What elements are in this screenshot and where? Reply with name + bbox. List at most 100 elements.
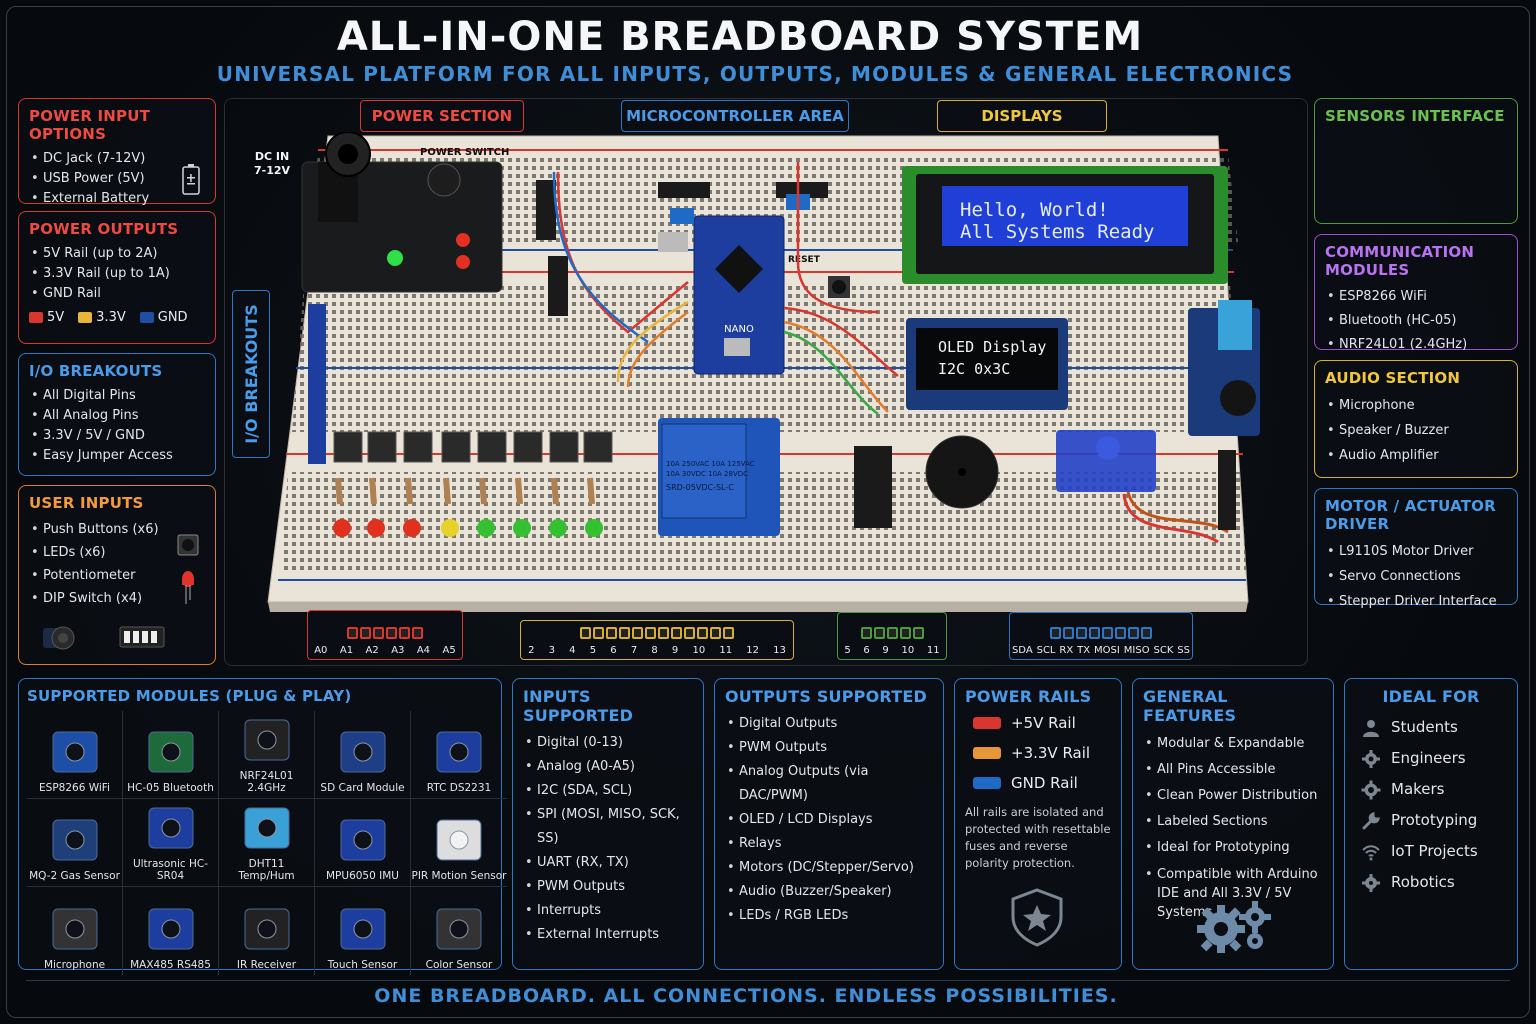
section-label-io-box: I/O BREAKOUTS xyxy=(232,290,270,458)
pin-label: 9 xyxy=(671,645,679,656)
relay-line-1: 10A 250VAC 10A 125VAC xyxy=(666,460,755,468)
pin-label: 9 xyxy=(882,645,889,656)
module-icon xyxy=(436,908,482,950)
module-card: IR Receiver xyxy=(219,887,315,975)
list-item: Microphone xyxy=(1325,393,1507,418)
list-item: Modular & Expandable xyxy=(1143,731,1323,757)
panel-heading: COMMUNICATION MODULES xyxy=(1325,243,1475,279)
list-item: GND Rail xyxy=(29,284,205,304)
module-icon xyxy=(436,819,482,861)
pin-label: SCL xyxy=(1036,645,1056,656)
audio-panel: AUDIO SECTION Microphone Speaker / Buzze… xyxy=(1314,360,1518,478)
pin-label: 12 xyxy=(746,645,759,656)
list-item: Speaker / Buzzer xyxy=(1325,418,1507,443)
module-label: Color Sensor xyxy=(425,959,493,971)
power-rails-note: All rails are isolated and protected wit… xyxy=(965,805,1111,870)
list-item: USB Power (5V) xyxy=(29,169,205,189)
cog-icon xyxy=(1361,780,1381,800)
module-icon xyxy=(244,908,289,950)
header-pin xyxy=(899,627,911,639)
list-item: DIP Switch (x4) xyxy=(29,587,205,610)
panel-heading: OUTPUTS SUPPORTED xyxy=(725,687,927,706)
list-item: OLED / LCD Displays xyxy=(725,808,933,832)
module-icon xyxy=(340,819,385,861)
header-pin xyxy=(873,627,885,639)
legend-5v: 5V xyxy=(29,310,64,325)
nano-label: NANO xyxy=(724,324,754,335)
pin-label: MISO xyxy=(1123,645,1150,656)
list-item: Potentiometer xyxy=(29,564,205,587)
module-icon xyxy=(52,731,97,773)
reset-label: RESET xyxy=(788,255,821,265)
section-label-displays: DISPLAYS xyxy=(937,100,1107,132)
dc-in-label: DC IN 7-12V xyxy=(254,150,291,177)
module-card: DHT11 Temp/Hum xyxy=(219,799,315,887)
communication-panel: COMMUNICATION MODULES ESP8266 WiFi Bluet… xyxy=(1314,234,1518,357)
pin-label: SDA xyxy=(1011,645,1033,656)
panel-heading: USER INPUTS xyxy=(29,494,144,512)
panel-heading: INPUTS SUPPORTED xyxy=(523,687,634,725)
pin-label: A4 xyxy=(416,645,431,656)
led-icon xyxy=(182,571,194,604)
module-card: HC-05 Bluetooth xyxy=(123,711,219,799)
list-item: Labeled Sections xyxy=(1143,809,1323,835)
list-item: Ideal for Prototyping xyxy=(1143,835,1323,861)
module-card: SD Card Module xyxy=(315,711,411,799)
pin-label: 5 xyxy=(589,645,597,656)
sensors-interface-panel: SENSORS INTERFACE xyxy=(1314,98,1518,224)
list-item: All Digital Pins xyxy=(29,386,205,406)
list-item: 3.3V Rail (up to 1A) xyxy=(29,264,205,284)
general-features-panel: GENERAL FEATURES Modular & Expandable Al… xyxy=(1132,678,1334,970)
list-item: Bluetooth (HC-05) xyxy=(1325,309,1507,333)
module-icon xyxy=(148,731,193,773)
list-item: 3.3V / 5V / GND xyxy=(29,426,205,446)
list-item: Analog (A0-A5) xyxy=(523,755,693,779)
module-label: ESP8266 WiFi xyxy=(39,782,110,794)
list-item: ESP8266 WiFi xyxy=(1325,285,1507,309)
list-item: I2C (SDA, SCL) xyxy=(523,779,693,803)
board-area xyxy=(224,98,1308,666)
list-item: 5V Rail (up to 2A) xyxy=(29,244,205,264)
module-icon xyxy=(244,719,289,761)
module-label: Touch Sensor xyxy=(327,959,398,971)
header-pin xyxy=(1050,627,1061,639)
header-pin xyxy=(645,627,656,639)
ideal-item-makers: Makers xyxy=(1355,774,1507,805)
module-card: Color Sensor xyxy=(411,887,507,975)
pin-label: TX xyxy=(1077,645,1091,656)
module-card: Microphone xyxy=(27,887,123,975)
power-input-panel: POWER INPUT OPTIONS DC Jack (7-12V) USB … xyxy=(18,98,216,209)
list-item: PWM Outputs xyxy=(725,736,933,760)
robot-gear-icon xyxy=(1362,874,1380,892)
ideal-item-engineers: Engineers xyxy=(1355,743,1507,774)
pin-label: 6 xyxy=(863,645,870,656)
module-label: RTC DS2231 xyxy=(426,782,492,794)
module-icon xyxy=(340,731,385,773)
module-icon xyxy=(52,908,97,950)
ideal-item-prototyping: Prototyping xyxy=(1355,805,1507,836)
panel-heading: SUPPORTED MODULES (PLUG & PLAY) xyxy=(27,687,352,705)
header-pin xyxy=(860,627,872,639)
list-item: External Battery xyxy=(29,189,205,209)
panel-heading: IDEAL FOR xyxy=(1382,687,1480,706)
header-pin xyxy=(619,627,630,639)
legend-3v3: 3.3V xyxy=(78,310,126,325)
pin-label: 10 xyxy=(692,645,706,656)
pin-label: 13 xyxy=(773,645,786,656)
module-card: Touch Sensor xyxy=(315,887,411,975)
header-pin xyxy=(399,627,410,639)
pin-label: A0 xyxy=(314,645,328,656)
lcd-line-2: All Systems Ready xyxy=(960,221,1154,243)
rail-legend: 5V 3.3V GND xyxy=(29,310,205,325)
shield-icon xyxy=(1011,888,1063,947)
rail-gnd: GND Rail xyxy=(973,774,1111,792)
list-item: Compatible with Arduino IDE and All 3.3V… xyxy=(1143,865,1323,922)
list-item: SPI (MOSI, MISO, SCK, SS) xyxy=(523,803,693,851)
list-item: All Analog Pins xyxy=(29,406,205,426)
module-label: SD Card Module xyxy=(320,782,405,794)
page-title: ALL-IN-ONE BREADBOARD SYSTEM xyxy=(336,14,1144,60)
module-card: MPU6050 IMU xyxy=(315,799,411,887)
pin-label: 3 xyxy=(548,645,555,656)
